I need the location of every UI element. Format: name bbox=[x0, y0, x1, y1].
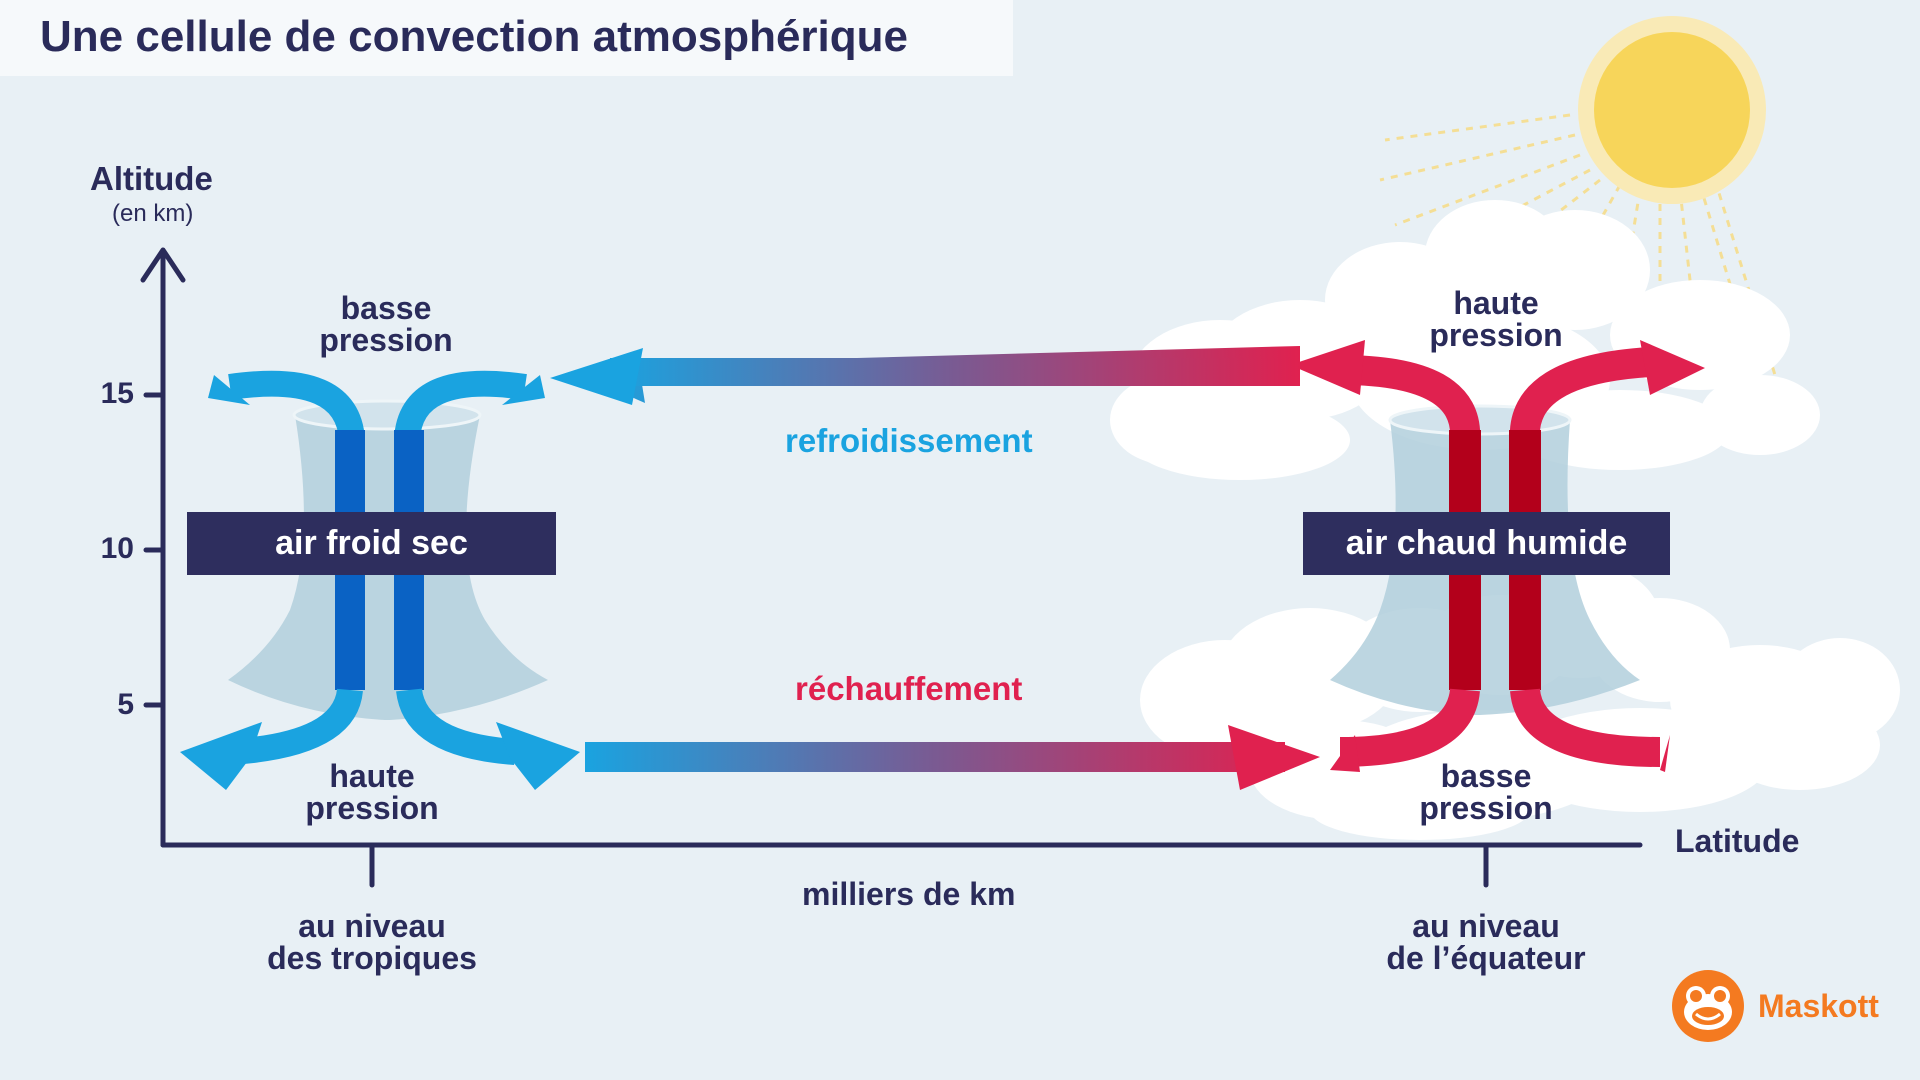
warm-humid-air-box: air chaud humide bbox=[1303, 512, 1670, 575]
tropics-label-line1: au niveau bbox=[298, 908, 446, 944]
right-bottom-pressure-label: basse pression bbox=[1336, 760, 1636, 824]
equator-label-line1: au niveau bbox=[1412, 908, 1560, 944]
right-arrowheads bbox=[1290, 340, 1705, 772]
y-tick-5: 5 bbox=[117, 688, 134, 721]
left-bottom-pressure-label: haute pression bbox=[222, 760, 522, 824]
cooling-label: refroidissement bbox=[785, 422, 1033, 459]
frog-mascot-icon bbox=[1672, 970, 1744, 1042]
y-axis-unit: (en km) bbox=[112, 200, 194, 227]
right-bottom-pressure-line1: basse bbox=[1440, 758, 1532, 794]
tropics-label-line2: des tropiques bbox=[267, 940, 477, 976]
y-tick-10: 10 bbox=[100, 532, 134, 565]
right-top-pressure-label: haute pression bbox=[1346, 287, 1646, 351]
left-top-pressure-line2: pression bbox=[319, 322, 453, 358]
cold-dry-air-box: air froid sec bbox=[187, 512, 556, 575]
right-top-pressure-line2: pression bbox=[1429, 317, 1563, 353]
tropics-label: au niveau des tropiques bbox=[222, 910, 522, 974]
left-bottom-pressure-line1: haute bbox=[329, 758, 415, 794]
left-arrowheads bbox=[180, 375, 580, 790]
right-bottom-pressure-line2: pression bbox=[1419, 790, 1553, 826]
distance-label: milliers de km bbox=[802, 876, 1016, 912]
logo-text: Maskott bbox=[1758, 987, 1879, 1024]
left-bottom-pressure-line2: pression bbox=[305, 790, 439, 826]
y-axis-label: Altitude bbox=[90, 160, 213, 197]
axes bbox=[140, 247, 1643, 888]
left-top-pressure-label: basse pression bbox=[236, 292, 536, 356]
x-axis-label: Latitude bbox=[1675, 823, 1800, 859]
y-tick-15: 15 bbox=[100, 377, 134, 410]
warming-label: réchauffement bbox=[795, 670, 1023, 707]
page-title: Une cellule de convection atmosphérique bbox=[40, 12, 908, 61]
maskott-logo: Maskott bbox=[1670, 968, 1879, 1044]
title-banner: Une cellule de convection atmosphérique bbox=[0, 0, 1013, 76]
bottom-flow-arrow bbox=[585, 725, 1320, 790]
right-top-pressure-line1: haute bbox=[1453, 285, 1539, 321]
top-flow-arrow bbox=[550, 346, 1300, 405]
equator-label-line2: de l’équateur bbox=[1386, 940, 1586, 976]
left-top-pressure-line1: basse bbox=[340, 290, 432, 326]
equator-label: au niveau de l’équateur bbox=[1336, 910, 1636, 974]
sun-icon bbox=[1578, 16, 1766, 204]
